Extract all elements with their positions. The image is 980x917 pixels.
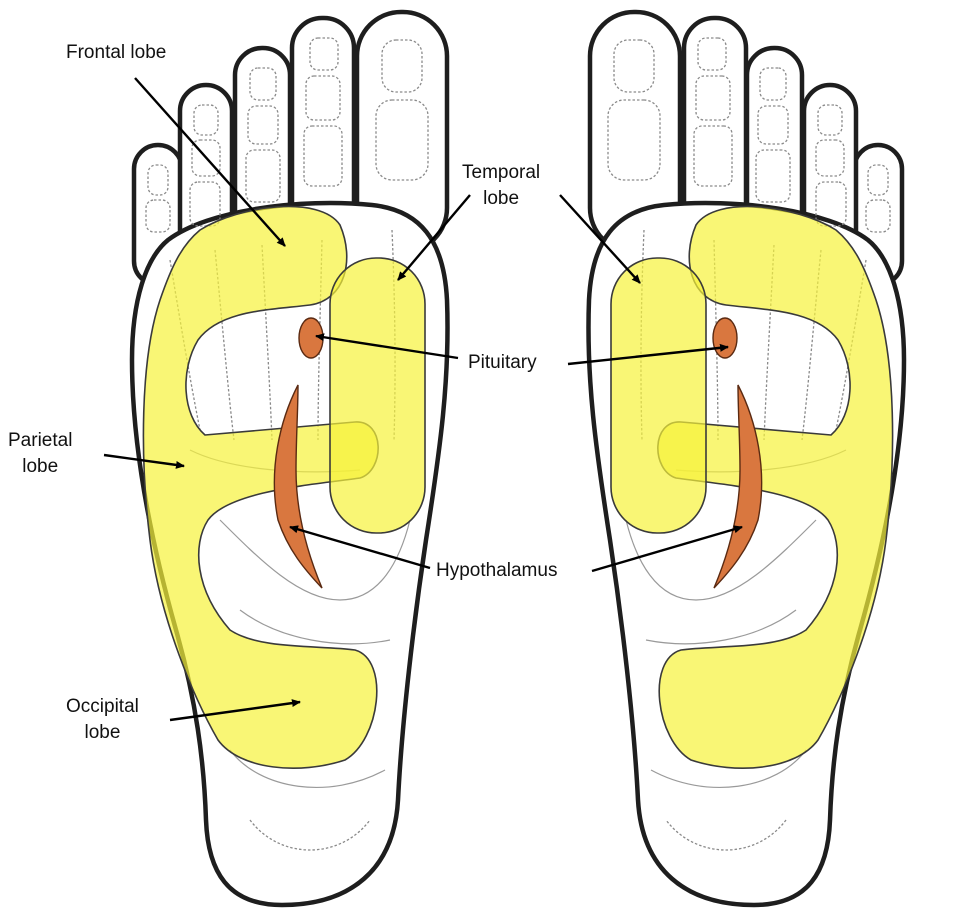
leader-frontal	[134, 77, 286, 247]
right-foot	[586, 9, 907, 908]
label-parietal-lobe: Parietal lobe	[8, 430, 73, 477]
leader-pituitary-right	[567, 343, 729, 366]
left-foot-brain-zone	[142, 205, 379, 769]
leader-temporal-left	[397, 194, 471, 281]
leader-parietal	[103, 453, 185, 469]
right-foot-temporal-zone	[610, 257, 707, 534]
left-foot	[129, 9, 450, 908]
label-occipital-lobe: Occipital lobe	[66, 696, 139, 743]
right-foot-toes	[587, 9, 905, 288]
left-foot-hypothalamus	[273, 384, 323, 589]
leader-temporal-right	[559, 194, 641, 284]
label-pituitary: Pituitary	[468, 352, 537, 373]
right-foot-hypothalamus	[713, 384, 763, 589]
leader-hypothalamus-right	[591, 525, 743, 573]
left-foot-temporal-zone	[329, 257, 426, 534]
leader-occipital	[169, 699, 301, 722]
label-temporal-lobe: Temporal lobe	[462, 162, 541, 209]
left-foot-pituitary	[298, 317, 324, 359]
leader-hypothalamus-left	[289, 525, 431, 570]
leader-lines	[103, 77, 743, 722]
leader-pituitary-left	[315, 333, 459, 360]
right-foot-brain-zone	[657, 205, 894, 769]
right-foot-toe-bones	[607, 37, 891, 233]
right-foot-pituitary	[712, 317, 738, 359]
label-hypothalamus: Hypothalamus	[436, 560, 558, 581]
left-foot-toe-bones	[145, 37, 429, 233]
label-frontal-lobe: Frontal lobe	[66, 42, 167, 63]
